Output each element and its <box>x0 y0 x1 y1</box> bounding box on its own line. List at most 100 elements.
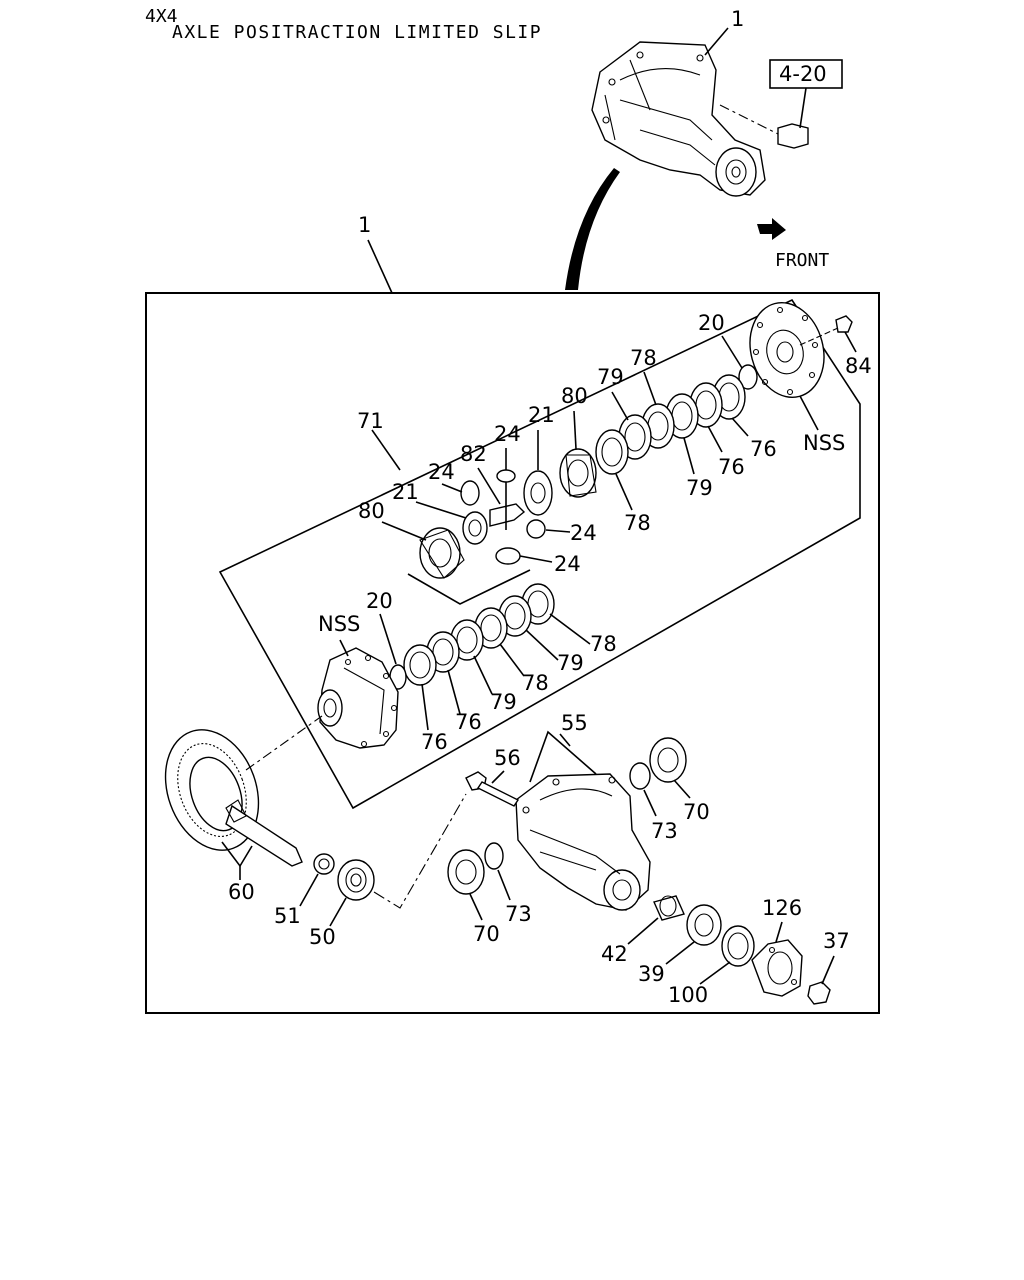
ring-gear-pinion <box>164 729 303 867</box>
leader-56 <box>491 770 505 784</box>
leader-55 <box>559 733 571 747</box>
cone-80-left <box>419 527 465 579</box>
leader-37 <box>821 955 835 985</box>
leader-21-left <box>415 501 467 519</box>
leader-79-b <box>683 437 695 475</box>
callout-24-bottom: 24 <box>554 552 581 576</box>
leader-main-1 <box>367 239 393 294</box>
inner-group-box <box>218 298 861 810</box>
bearing-70-right <box>649 737 687 783</box>
assembly-path-lower <box>373 793 467 909</box>
leader-82 <box>477 467 501 505</box>
callout-126: 126 <box>762 896 802 920</box>
leader-79-c <box>525 629 559 661</box>
callout-70-left: 70 <box>473 922 500 946</box>
callout-39: 39 <box>638 962 665 986</box>
leader-24-bottom <box>519 555 553 563</box>
callout-82: 82 <box>460 442 487 466</box>
washer-51 <box>313 853 335 875</box>
leader-24-right <box>545 529 571 533</box>
callout-24-top: 24 <box>494 422 521 446</box>
callout-20-right: 20 <box>698 311 725 335</box>
callout-56: 56 <box>494 746 521 770</box>
ref-box-label: 4-20 <box>779 62 827 86</box>
callout-78-b: 78 <box>624 511 651 535</box>
callout-76-c: 76 <box>455 710 482 734</box>
axis-ring-left <box>245 715 323 771</box>
header-line1: 4X4 <box>145 6 178 27</box>
bolt-56 <box>465 771 520 807</box>
callout-100: 100 <box>668 983 708 1007</box>
main-frame <box>145 292 880 1014</box>
leader-24-left <box>441 483 463 493</box>
callout-78-c: 78 <box>590 632 617 656</box>
callout-main-assembly: 1 <box>358 213 371 237</box>
center-gears <box>460 469 553 565</box>
seal-100 <box>721 925 755 967</box>
leader-80-left <box>381 521 427 541</box>
bearing-39 <box>686 904 722 946</box>
callout-71: 71 <box>357 409 384 433</box>
leader-78-a <box>643 371 657 406</box>
leader-76-d <box>421 683 429 731</box>
leader-70-left <box>469 893 483 921</box>
leader-79-a <box>611 391 629 421</box>
callout-24-right: 24 <box>570 521 597 545</box>
top-housing-illustration <box>591 41 766 197</box>
cone-80-right <box>559 448 597 498</box>
callout-60: 60 <box>228 880 255 904</box>
callout-50: 50 <box>309 925 336 949</box>
callout-79-a: 79 <box>597 365 624 389</box>
leader-nss-right <box>799 395 819 431</box>
leader-76-c <box>447 669 461 715</box>
group-bracket <box>407 569 531 605</box>
callout-73-right: 73 <box>651 819 678 843</box>
left-case <box>317 647 399 749</box>
callout-79-d: 79 <box>490 690 517 714</box>
callout-79-b: 79 <box>686 476 713 500</box>
callout-80-left: 80 <box>358 499 385 523</box>
right-case-flange <box>749 302 825 398</box>
leader-78-d <box>499 643 525 677</box>
front-label: FRONT <box>775 250 829 271</box>
leader-50 <box>329 897 347 927</box>
leader-51 <box>299 873 319 907</box>
carrier-housing <box>515 773 651 911</box>
leader-20-right <box>721 335 743 369</box>
bracket-55 <box>529 730 597 783</box>
shim-73-left <box>484 842 504 870</box>
leader-84 <box>844 331 857 353</box>
ref-leader <box>799 87 807 129</box>
leader-20-left <box>379 613 397 665</box>
leader-73-left <box>497 869 511 901</box>
leader-70-right <box>673 779 691 799</box>
callout-73-left: 73 <box>505 902 532 926</box>
right-clutch-stack <box>595 374 746 475</box>
leader-76-b <box>707 425 723 453</box>
callout-76-a: 76 <box>750 437 777 461</box>
bearing-70-left <box>447 849 485 895</box>
callout-24-left: 24 <box>428 460 455 484</box>
leader-42 <box>627 917 659 945</box>
leader-39 <box>665 941 695 965</box>
nut-37 <box>807 981 831 1005</box>
callout-nss-right: NSS <box>803 431 845 455</box>
callout-76-b: 76 <box>718 455 745 479</box>
callout-84: 84 <box>845 354 872 378</box>
leader-76-a <box>731 417 749 437</box>
spacer-42 <box>653 895 685 921</box>
callout-78-a: 78 <box>630 346 657 370</box>
leader-73-right <box>643 789 657 817</box>
leader-top-1 <box>704 27 729 56</box>
flange-126 <box>751 939 803 997</box>
callout-55: 55 <box>561 711 588 735</box>
left-clutch-stack <box>403 583 555 686</box>
curved-arrow <box>565 168 620 290</box>
shim-20-right <box>738 364 758 390</box>
front-arrow-icon <box>757 218 786 240</box>
leader-79-d <box>473 655 493 695</box>
leader-100 <box>699 961 731 985</box>
leader-78-b <box>615 473 633 511</box>
callout-top-assembly: 1 <box>731 7 744 31</box>
